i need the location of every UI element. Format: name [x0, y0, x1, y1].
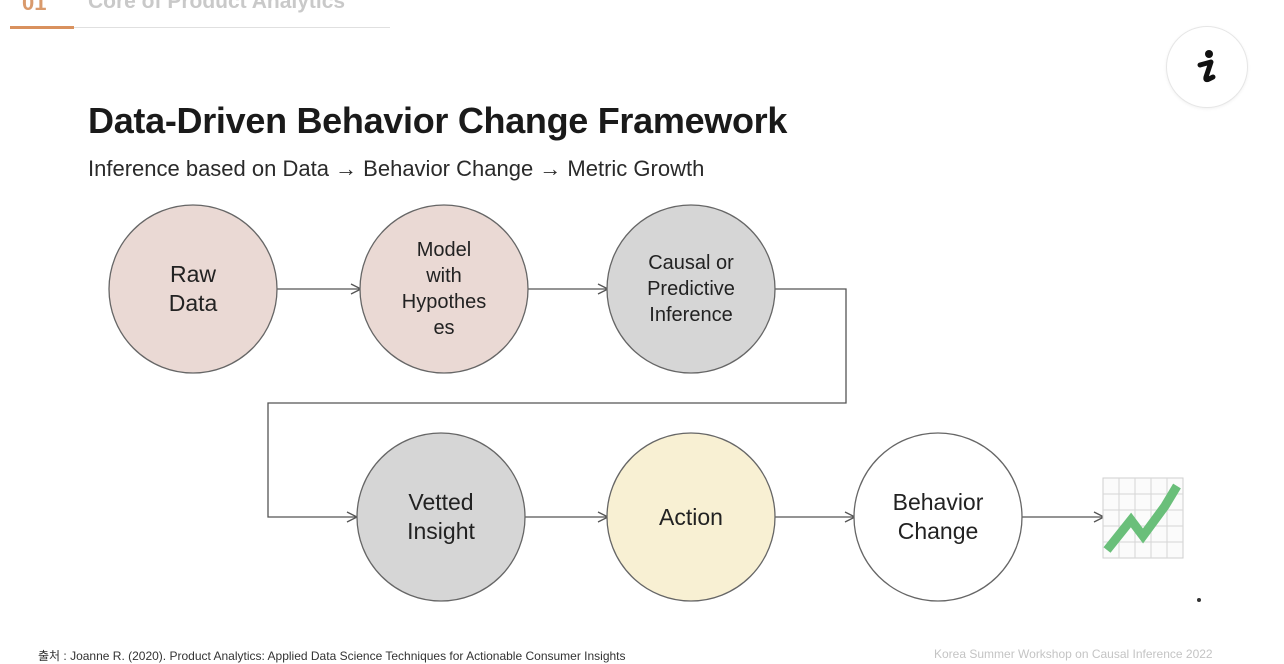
node-circle-raw-data [108, 204, 278, 374]
slide-subtitle: Inference based on Data → Behavior Chang… [88, 156, 705, 181]
node-circle-causal-or-predictive-inference [606, 204, 776, 374]
event-footer: Korea Summer Workshop on Causal Inferenc… [934, 647, 1213, 661]
node-circle-behavior-change [853, 432, 1023, 602]
section-number: 01 [22, 0, 47, 15]
section-title: Core of Product Analytics [88, 0, 346, 13]
node-circle-model-with-hypotheses [359, 204, 529, 374]
section-rule [74, 27, 390, 28]
arrow-inference-to-insight [267, 288, 847, 517]
cursor-dot [1197, 598, 1201, 602]
growth-chart-icon [1102, 477, 1184, 559]
node-circle-action [606, 432, 776, 602]
node-circle-vetted-insight [356, 432, 526, 602]
slide-title: Data-Driven Behavior Change Framework [88, 100, 788, 141]
info-button[interactable] [1166, 26, 1248, 108]
source-citation: 출처 : Joanne R. (2020). Product Analytics… [38, 649, 626, 663]
section-rule-accent [10, 26, 74, 29]
info-icon [1197, 50, 1216, 83]
